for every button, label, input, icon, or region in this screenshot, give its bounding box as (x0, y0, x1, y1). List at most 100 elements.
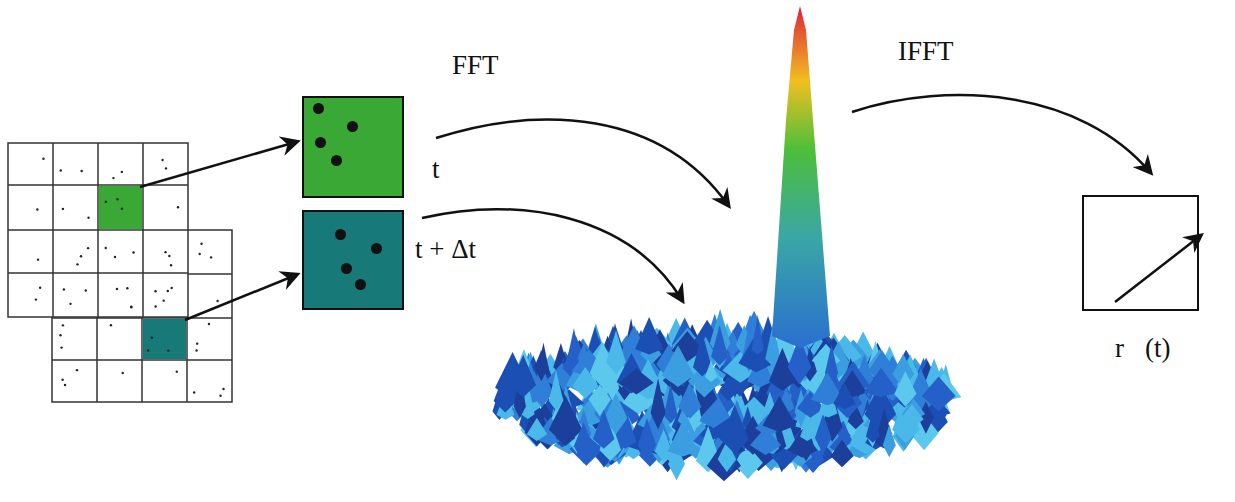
particle (80, 170, 82, 172)
noise-spike (833, 383, 856, 409)
particle (165, 167, 167, 169)
noise-spike (800, 417, 815, 441)
particle (121, 208, 123, 210)
noise-spike (494, 372, 517, 413)
particle (161, 159, 163, 161)
particle (219, 395, 221, 397)
particle (170, 264, 172, 266)
particle (60, 346, 62, 348)
particle (42, 157, 44, 159)
curved-arrow (436, 120, 728, 205)
noise-spike (750, 427, 781, 455)
particle (147, 349, 149, 351)
noise-spike (527, 418, 547, 441)
noise-spike (635, 317, 663, 354)
particle (167, 290, 169, 292)
particle (130, 306, 132, 308)
particle (121, 171, 123, 173)
result-box: r⃗(t) (1082, 195, 1199, 311)
noise-spike (864, 368, 899, 397)
particle (200, 242, 202, 244)
particle (331, 155, 342, 166)
noise-spike (830, 440, 853, 467)
interrogation-window (143, 319, 186, 359)
particle (164, 251, 166, 253)
particle (176, 370, 178, 372)
noise-spike (668, 420, 698, 456)
particle (76, 369, 78, 371)
particle (151, 336, 153, 338)
noise-spike (763, 396, 797, 432)
noise-spike (638, 418, 656, 462)
noise-spike (752, 315, 764, 355)
particle (132, 251, 134, 253)
noise-spike (619, 368, 654, 394)
zoom-arrow (185, 275, 296, 320)
particle (87, 217, 89, 219)
transform-label: FFT (452, 52, 499, 79)
particle (110, 324, 112, 326)
particle (154, 305, 156, 307)
noise-spike (655, 429, 672, 462)
noise-spike (721, 405, 749, 454)
particle (116, 198, 118, 200)
window-zoom-box: t (302, 96, 404, 198)
particle (210, 256, 212, 258)
noise-spike (900, 404, 923, 429)
interrogation-window (99, 186, 142, 229)
particle (105, 247, 107, 249)
particle (167, 349, 169, 351)
displacement-vector (1115, 236, 1200, 302)
particle (114, 256, 116, 258)
particle (198, 253, 200, 255)
noise-spike (815, 413, 832, 454)
particle (162, 299, 164, 301)
particle (335, 229, 346, 240)
noise-spike (510, 355, 536, 398)
noise-spike (866, 410, 880, 443)
particle (347, 121, 358, 132)
particle (64, 384, 66, 386)
noise-spike (705, 360, 717, 382)
box-label: r⃗(t) (1115, 335, 1170, 362)
particle (105, 201, 107, 203)
particle (168, 255, 170, 257)
noise-spike (662, 345, 694, 387)
window-zoom-box: t + Δt (302, 210, 404, 310)
particle (36, 208, 38, 210)
box-label: t + Δt (415, 236, 476, 263)
particle (63, 288, 65, 290)
image-grid (8, 143, 188, 317)
box-label: t (432, 156, 440, 183)
particle (216, 300, 218, 302)
noise-spike (883, 425, 896, 458)
particle (193, 391, 195, 393)
particle (355, 279, 366, 290)
particle (39, 287, 41, 289)
particle (112, 177, 114, 179)
noise-spike (894, 371, 916, 407)
particle (62, 324, 64, 326)
particle-dots (35, 157, 225, 397)
particle (85, 289, 87, 291)
particle (126, 287, 128, 289)
particle (80, 255, 82, 257)
particle (154, 290, 156, 292)
particle (130, 306, 132, 308)
noise-spike (572, 367, 598, 399)
particle (195, 349, 197, 351)
noise-spike (606, 330, 626, 374)
particle (35, 298, 37, 300)
particle (60, 169, 62, 171)
curved-arrow (852, 95, 1150, 172)
particle (87, 247, 89, 249)
correlation-peak (772, 6, 830, 348)
noise-spike (651, 378, 666, 429)
noise-spike (593, 410, 615, 449)
particle (341, 263, 352, 274)
noise-spike (549, 370, 564, 411)
zoom-arrow (140, 142, 296, 187)
particle (59, 334, 61, 336)
noise-spike (922, 377, 956, 412)
